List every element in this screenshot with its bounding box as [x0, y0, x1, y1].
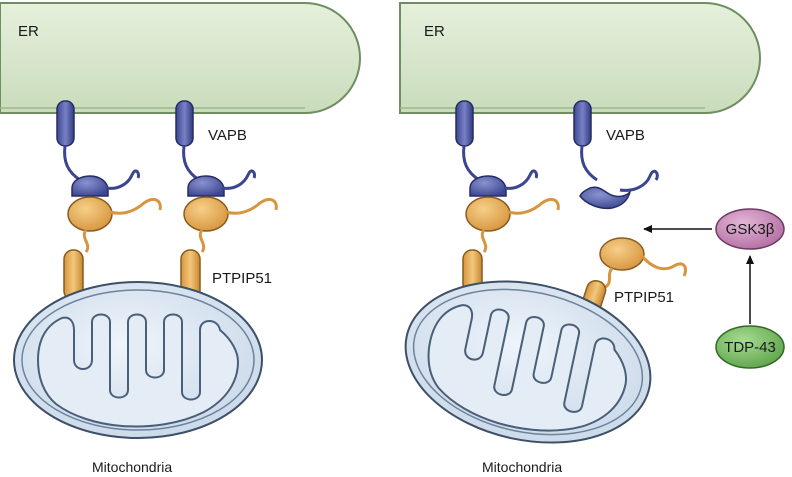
right-mitochondrion [404, 280, 652, 444]
right-panel: ER VAPB PTPIP51 [399, 1, 785, 475]
right-ptpip51-label: PTPIP51 [614, 289, 674, 306]
right-er-membrane [399, 1, 761, 114]
left-vapb-2 [175, 100, 256, 197]
tdp43-node: TDP-43 [715, 325, 785, 369]
tdp43-label: TDP-43 [724, 339, 776, 356]
left-ptpip51-1 [63, 196, 162, 301]
left-mitochondrion [13, 281, 263, 439]
left-vapb-label: VAPB [208, 127, 247, 144]
gsk3b-label: GSK3β [726, 221, 775, 238]
left-mito-label: Mitochondria [92, 459, 172, 475]
right-vapb-2 [573, 100, 659, 210]
left-panel: ER VAPB PTPIP51 [0, 1, 361, 475]
gsk3b-node: GSK3β [715, 208, 785, 250]
right-mito-label: Mitochondria [482, 459, 562, 475]
left-ptpip51-label: PTPIP51 [212, 270, 272, 287]
right-vapb-1 [455, 100, 538, 197]
left-ptpip51-2 [180, 196, 278, 301]
left-er-membrane [0, 1, 361, 114]
right-er-label: ER [424, 23, 445, 40]
left-er-label: ER [18, 23, 39, 40]
right-vapb-label: VAPB [606, 127, 645, 144]
left-vapb-1 [56, 100, 140, 197]
